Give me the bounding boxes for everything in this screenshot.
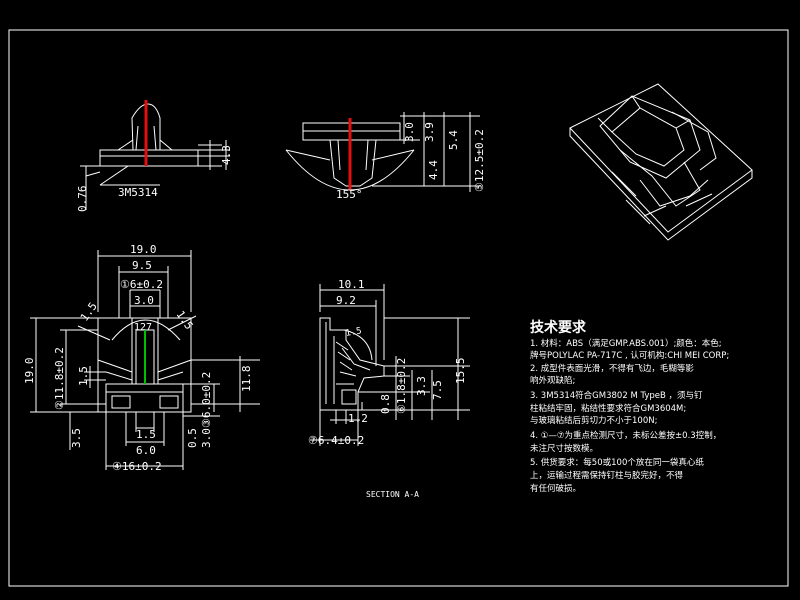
dim-6-circled: ①6±0.2 bbox=[120, 278, 163, 291]
front-view bbox=[285, 112, 480, 192]
tech-line: 2. 成型件表面光滑，不得有飞边，毛糊等影 bbox=[530, 363, 694, 374]
section-view bbox=[310, 284, 470, 446]
dim-44-front: 4.4 bbox=[427, 160, 440, 180]
dim-95: 9.5 bbox=[132, 259, 152, 272]
tech-line: 未注尺寸按数模。 bbox=[530, 443, 598, 454]
tech-line: 响外观缺陷; bbox=[530, 375, 575, 386]
tech-requirements-title: 技术要求 bbox=[530, 319, 587, 336]
dim-076: 0.76 bbox=[76, 186, 89, 213]
dim-60-circled-right: ③6.0±0.2 bbox=[200, 372, 213, 428]
tech-line: 4. ①—⑦为重点检测尺寸，未标公差按±0.3控制， bbox=[530, 430, 721, 441]
isometric-view bbox=[569, 83, 753, 241]
dim-125-front: ⑤12.5±0.2 bbox=[473, 129, 486, 192]
dim-190-width: 19.0 bbox=[130, 243, 157, 256]
dim-18-circled: ⑥1.8±0.2 bbox=[395, 358, 408, 414]
dim-12: 1.2 bbox=[348, 412, 368, 425]
dim-15-top-left: 1.5 bbox=[78, 300, 100, 324]
dim-30-front: 3.0 bbox=[403, 122, 416, 142]
dim-30-bottom: 3.0 bbox=[200, 428, 213, 448]
dim-15-top-right: 1.5 bbox=[174, 308, 196, 332]
tech-line: 5. 供货要求：每50或100个放在同一袋真心纸 bbox=[530, 457, 704, 468]
plan-view bbox=[30, 250, 260, 470]
base-plate bbox=[99, 149, 199, 167]
tech-requirements-list: 1. 材料：ABS（满足GMP.ABS.001）;颜色：本色; 牌号POLYLA… bbox=[530, 338, 729, 494]
dim-15-bottom: 1.5 bbox=[136, 428, 156, 441]
dim-118-right: 11.8 bbox=[240, 366, 253, 393]
dim-75: 7.5 bbox=[431, 380, 444, 400]
iso-base-plate bbox=[569, 83, 753, 233]
dim-39-front: 3.9 bbox=[423, 122, 436, 142]
sheet-border bbox=[8, 29, 789, 587]
tech-line: 上，运输过程需保持钉柱与胶完好，不得 bbox=[530, 470, 684, 481]
dim-54-front: 5.4 bbox=[447, 130, 460, 150]
side-profile-view bbox=[80, 100, 230, 210]
angle-arc bbox=[285, 149, 415, 191]
dim-30-plan: 3.0 bbox=[134, 294, 154, 307]
dim-60-bottom: 6.0 bbox=[136, 444, 156, 457]
dim-angle-155: 155° bbox=[336, 188, 363, 201]
pin-body bbox=[131, 103, 161, 151]
dim-15-section: 1.5 bbox=[345, 326, 363, 339]
tech-line: 1. 材料：ABS（满足GMP.ABS.001）;颜色：本色; bbox=[530, 338, 722, 349]
tech-line: 3. 3M5314符合GM3802 M TypeB ，须与钉 bbox=[530, 390, 703, 401]
dim-43: 4.3 bbox=[220, 145, 233, 165]
tech-line: 有任何破损。 bbox=[530, 483, 581, 494]
dim-127: 127 bbox=[134, 322, 152, 333]
dim-05: 0.5 bbox=[186, 428, 199, 448]
dim-92: 9.2 bbox=[336, 294, 356, 307]
dim-33: 3.3 bbox=[415, 376, 428, 396]
dim-15-left: 1.5 bbox=[77, 366, 90, 386]
dim-08: 0.8 bbox=[379, 394, 392, 414]
dim-155: 15.5 bbox=[454, 358, 467, 385]
tech-line: 牌号POLYLAC PA-717C , 认可机构:CHI MEI CORP; bbox=[530, 350, 729, 361]
dim-16-circled: ④16±0.2 bbox=[112, 460, 162, 473]
tech-line: 柱粘结牢固，粘结性要求符合GM3604M; bbox=[530, 403, 686, 414]
dim-118-circled: ②11.8±0.2 bbox=[53, 347, 66, 410]
dim-190-height: 19.0 bbox=[23, 358, 36, 385]
part-number-label: 3M5314 bbox=[118, 186, 158, 199]
dim-35: 3.5 bbox=[70, 428, 83, 448]
front-pin bbox=[329, 139, 377, 187]
section-caption: SECTION A-A bbox=[366, 490, 419, 499]
dim-101: 10.1 bbox=[338, 278, 365, 291]
tech-line: 与玻璃粘结后剪切力不小于100N; bbox=[530, 415, 657, 426]
dim-64-circled: ⑦6.4±0.2 bbox=[308, 434, 364, 447]
